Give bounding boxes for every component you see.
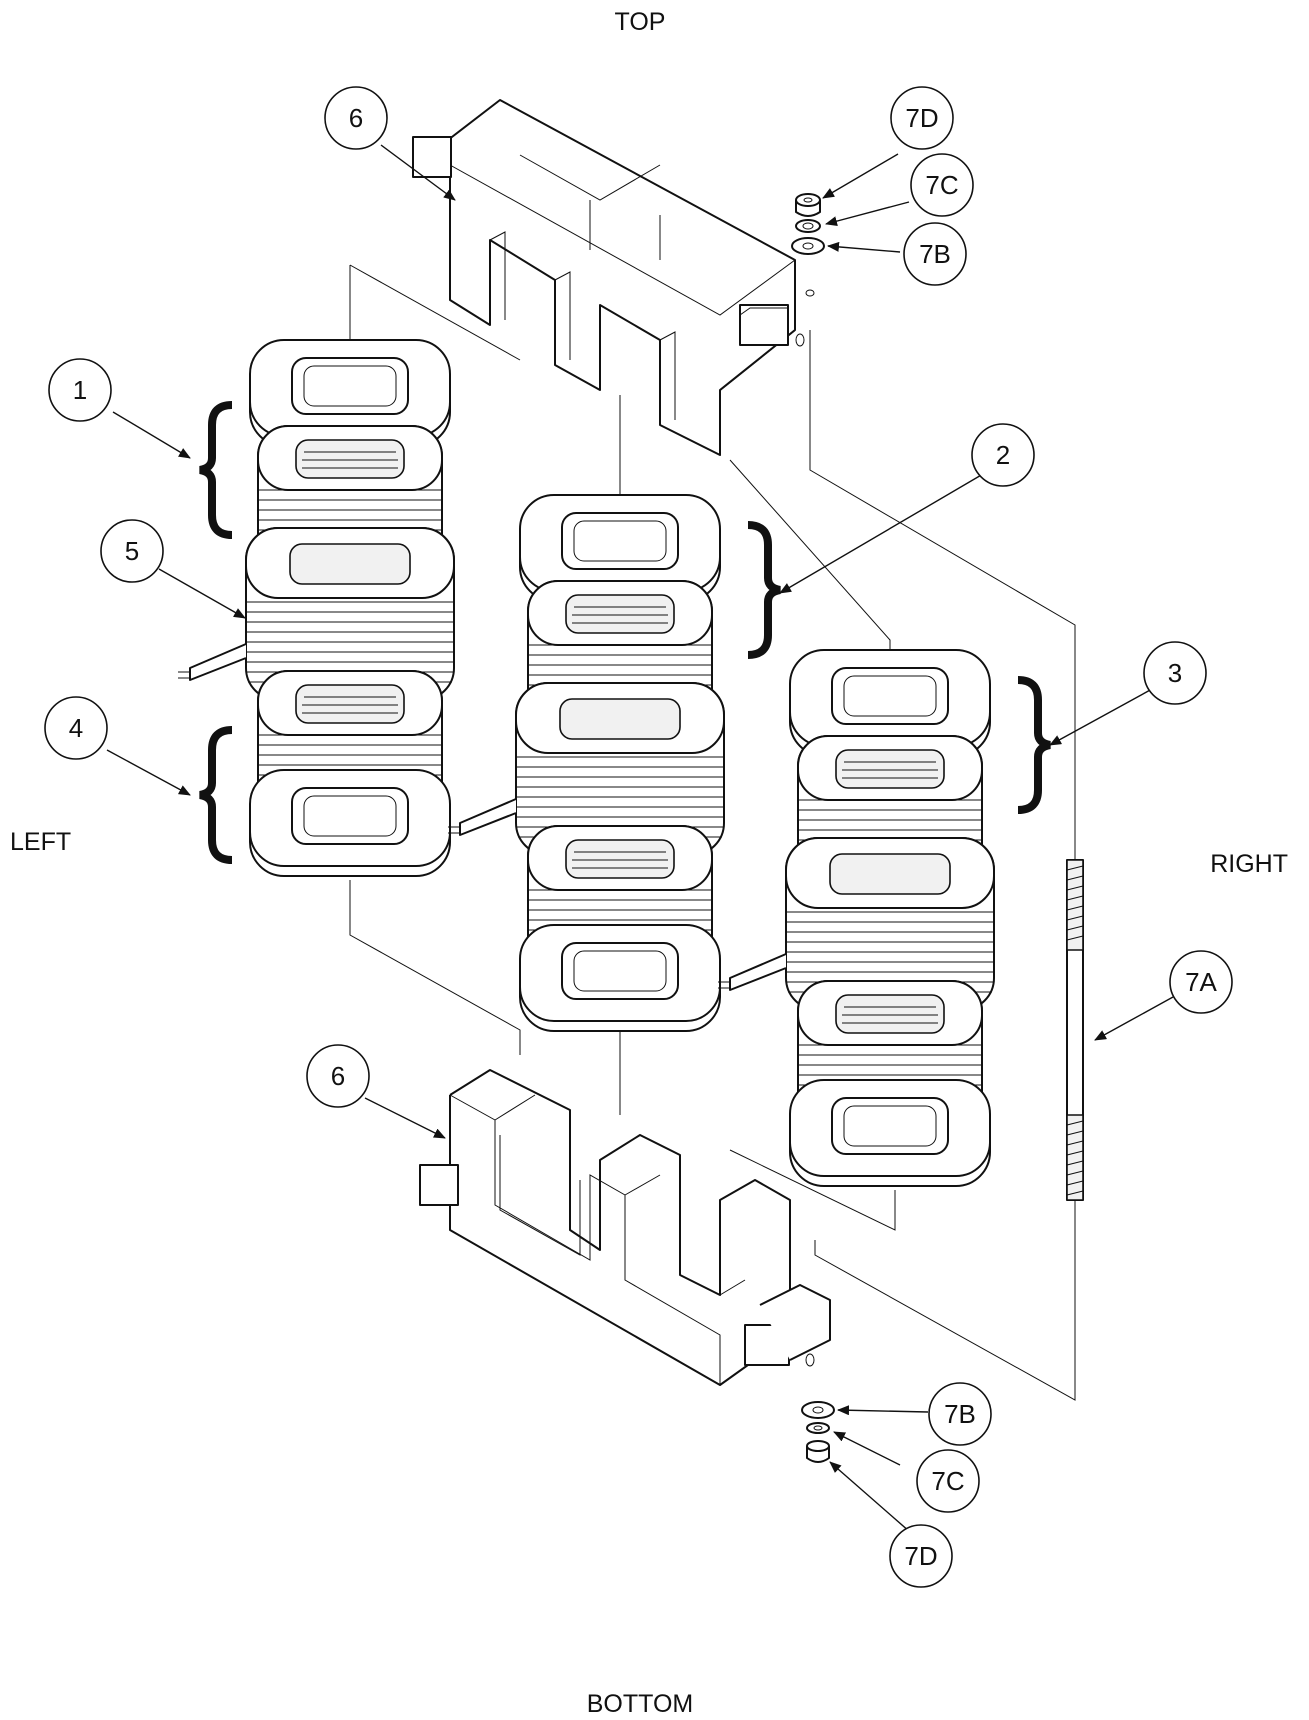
callout-7b-bottom: 7B	[928, 1382, 992, 1446]
top-hardware	[791, 193, 825, 255]
top-yoke	[412, 99, 815, 456]
tie-rod	[1066, 859, 1084, 1201]
leader-lines	[106, 144, 1174, 1533]
callout-7c-top: 7C	[910, 153, 974, 217]
callout-3-label: 3	[1168, 658, 1182, 688]
callout-7b-top: 7B	[903, 222, 967, 286]
bottom-yoke	[419, 1069, 831, 1386]
bottom-hardware	[801, 1401, 835, 1463]
callout-3: 3	[1143, 641, 1207, 705]
callout-5: 5	[100, 519, 164, 583]
alignment-lines	[349, 264, 1076, 1401]
callout-6-top-label: 6	[349, 103, 363, 133]
orientation-top-label: TOP	[615, 8, 666, 36]
callout-2-label: 2	[996, 440, 1010, 470]
callout-6-bottom: 6	[306, 1044, 370, 1108]
callout-1: 1	[48, 358, 112, 422]
left-coil-column	[177, 339, 455, 877]
callout-6-top: 6	[324, 86, 388, 150]
orientation-left-label: LEFT	[10, 828, 71, 856]
callout-7c-bottom-label: 7C	[931, 1466, 964, 1496]
callout-2: 2	[971, 423, 1035, 487]
callout-7d-top-label: 7D	[905, 103, 938, 133]
callout-4: 4	[44, 696, 108, 760]
callout-7c-bottom: 7C	[916, 1449, 980, 1513]
callout-7d-bottom: 7D	[889, 1524, 953, 1588]
callout-7d-bottom-label: 7D	[904, 1541, 937, 1571]
callout-7d-top: 7D	[890, 86, 954, 150]
callout-6-bottom-label: 6	[331, 1061, 345, 1091]
right-coil-column	[717, 649, 995, 1187]
callout-7b-top-label: 7B	[919, 239, 951, 269]
callout-1-label: 1	[73, 375, 87, 405]
callout-7b-bottom-label: 7B	[944, 1399, 976, 1429]
callout-7c-top-label: 7C	[925, 170, 958, 200]
callout-7a: 7A	[1169, 950, 1233, 1014]
callout-4-label: 4	[69, 713, 83, 743]
orientation-right-label: RIGHT	[1210, 850, 1288, 878]
center-coil-column	[447, 494, 725, 1032]
orientation-bottom-label: BOTTOM	[587, 1690, 693, 1718]
callout-7a-label: 7A	[1185, 967, 1217, 997]
callout-5-label: 5	[125, 536, 139, 566]
